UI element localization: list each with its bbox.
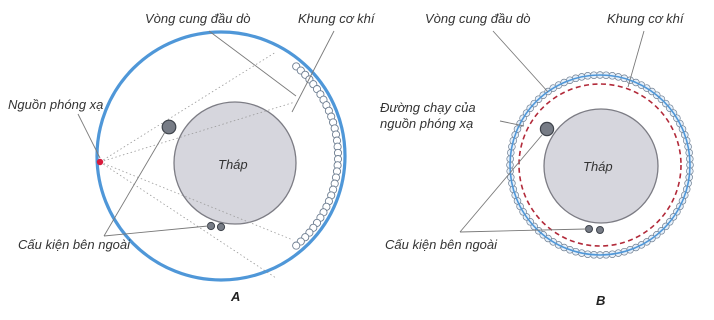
tower-label-b: Tháp <box>583 159 613 174</box>
external-parts-label-a: Cấu kiện bên ngoài <box>18 237 131 252</box>
source-path-label-b-line1: Đường chạy của <box>380 100 476 115</box>
frame-label-b: Khung cơ khí <box>607 11 685 26</box>
source-path-label-b-line2: nguồn phóng xạ <box>380 116 473 131</box>
external-component-large-a <box>161 119 177 135</box>
panel-a: Tháp Vòng cung đầu dò Khung cơ khí Nguồn… <box>8 11 376 304</box>
tower-a <box>173 101 297 225</box>
detector-ring-label-b: Vòng cung đầu dò <box>425 11 531 26</box>
panel-label-a: A <box>230 289 240 304</box>
external-component-small-b <box>596 226 604 234</box>
external-component-large-b <box>539 121 555 137</box>
external-component-small-a <box>216 222 226 232</box>
leader-lines-a <box>77 30 335 237</box>
radiation-beam-a <box>99 51 296 279</box>
mechanical-frame-a <box>95 30 347 282</box>
source-path-b <box>518 83 682 247</box>
detector-element <box>292 241 301 250</box>
mechanical-frame-b <box>509 74 691 256</box>
panel-b: Tháp Vòng cung đầu dò Khung cơ khí Đường… <box>380 11 694 308</box>
external-parts-label-b: Cấu kiện bên ngoài <box>385 237 498 252</box>
detector-ring-b <box>506 71 694 259</box>
source-label-a: Nguồn phóng xạ <box>8 97 103 112</box>
external-component-small-b <box>585 225 593 233</box>
tower-label-a: Tháp <box>218 157 248 172</box>
radiation-source-a <box>96 158 104 166</box>
panel-label-b: B <box>596 293 605 308</box>
detector-arc-label-a: Vòng cung đầu dò <box>145 11 251 26</box>
leader-lines-b <box>459 30 645 233</box>
detector-arc-a <box>292 62 343 250</box>
external-component-small-a <box>206 221 216 231</box>
frame-label-a: Khung cơ khí <box>298 11 376 26</box>
tower-b <box>543 108 659 224</box>
